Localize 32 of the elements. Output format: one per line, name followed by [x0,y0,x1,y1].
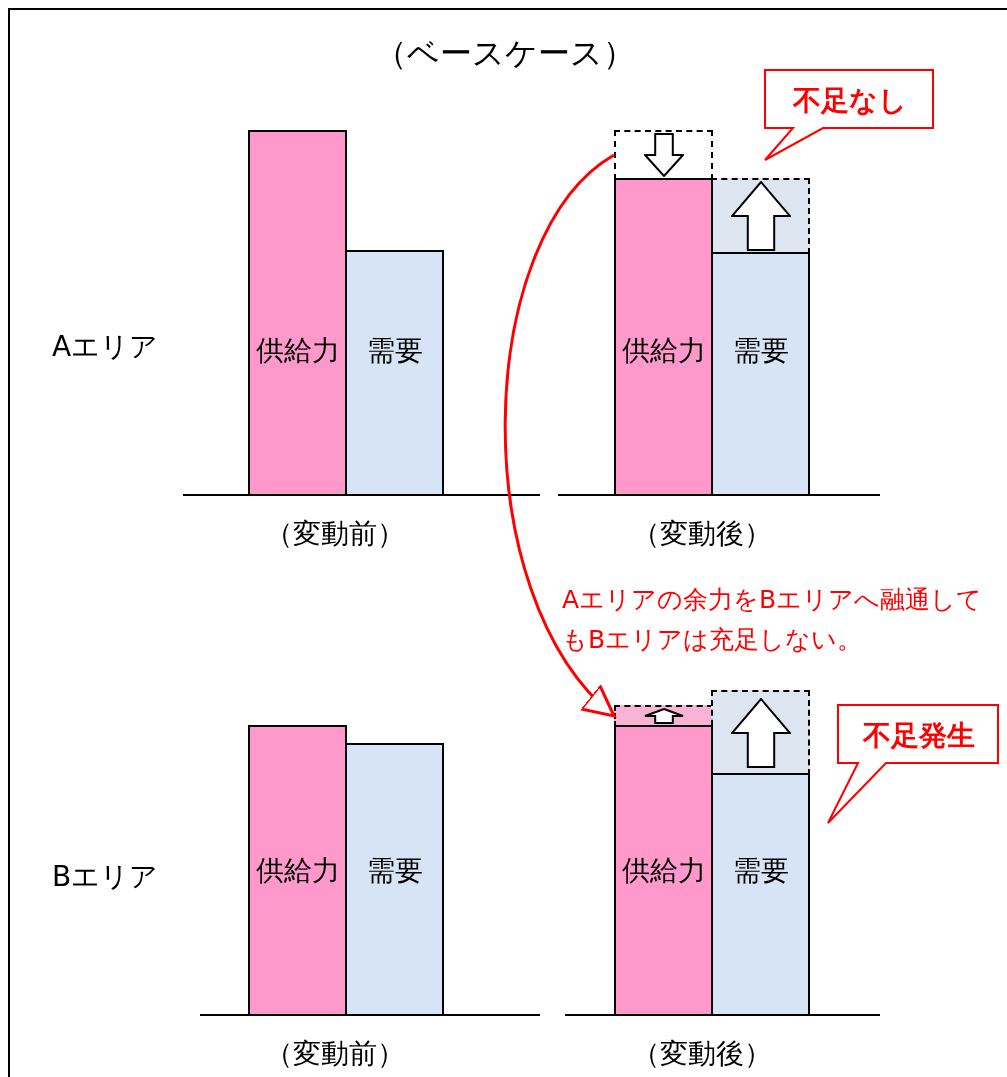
dashed-box [614,130,713,180]
bar [711,252,810,496]
bar-label: 供給力 [620,333,707,369]
callout-text: 不足発生 [862,718,976,754]
bar-label: 需要 [731,853,790,889]
bar [711,773,810,1016]
bar-label: 需要 [731,333,790,369]
dashed-box [711,690,810,775]
bar-label: 供給力 [254,853,341,889]
bar [345,250,444,496]
bar [248,130,347,496]
bar [614,725,713,1016]
axis-caption: （変動後） [632,1036,772,1072]
speech-bubble [826,703,1002,825]
axis-caption: （変動前） [265,516,405,552]
row-label: Bエリア [52,859,159,895]
speech-bubble [763,68,935,162]
bar [248,725,347,1016]
bar-label: 需要 [365,333,424,369]
axis-caption: （変動後） [632,516,772,552]
title: （ベースケース） [375,33,635,74]
curved-arrow [503,153,616,718]
axis-caption: （変動前） [265,1036,405,1072]
dashed-box [711,178,810,254]
bar [614,178,713,496]
callout-text: 不足なし [792,83,908,119]
annotation-text: Aエリアの余力をBエリアへ融通してもBエリアは充足しない。 [562,584,984,656]
bar-label: 需要 [365,853,424,889]
bar [345,743,444,1016]
bar-label: 供給力 [620,853,707,889]
row-label: Aエリア [52,329,159,365]
bar-label: 供給力 [254,333,341,369]
